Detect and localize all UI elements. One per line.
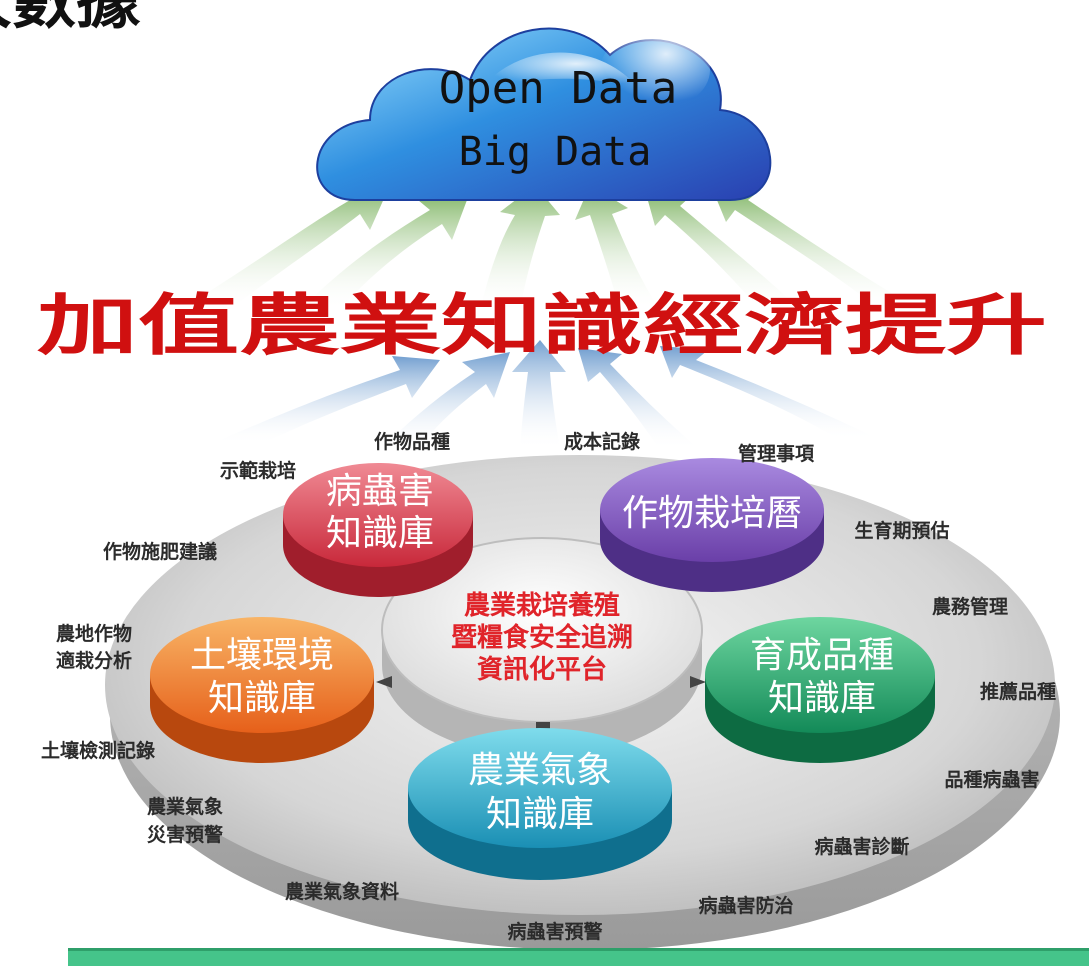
connector-right bbox=[690, 676, 706, 688]
label-demo-cultivation: 示範栽培 bbox=[220, 459, 296, 482]
label-pest-diagnosis: 病蟲害診斷 bbox=[814, 835, 909, 858]
bottom-bar bbox=[68, 948, 1089, 966]
db-pest-line2: 知識庫 bbox=[326, 513, 434, 554]
hub-platform bbox=[381, 537, 703, 757]
label-fertilizer-advice: 作物施肥建議 bbox=[103, 540, 217, 563]
label-management-items: 管理事項 bbox=[738, 442, 815, 465]
green-arrows bbox=[180, 185, 920, 310]
label-farm-management: 農務管理 bbox=[932, 595, 1008, 618]
label-land-crop-2: 適栽分析 bbox=[56, 649, 132, 672]
cloud-line1: Open Data bbox=[439, 63, 677, 114]
hub-line2: 暨糧食安全追溯 bbox=[451, 622, 633, 653]
db-crop-line1: 作物栽培曆 bbox=[622, 493, 802, 534]
label-weather-warning-2: 災害預警 bbox=[147, 823, 223, 846]
headline: 加值農業知識經濟提升 bbox=[37, 286, 1047, 364]
label-weather-warning-1: 農業氣象 bbox=[147, 795, 223, 818]
db-pest bbox=[283, 463, 473, 597]
db-breed bbox=[705, 617, 935, 763]
label-soil-test-record: 土壤檢測記錄 bbox=[41, 739, 155, 762]
label-variety-pest: 品種病蟲害 bbox=[944, 768, 1039, 791]
label-pest-control: 病蟲害防治 bbox=[698, 894, 793, 917]
label-growth-estimate: 生育期預估 bbox=[854, 519, 949, 542]
db-soil-line2: 知識庫 bbox=[208, 678, 316, 719]
label-crop-variety: 作物品種 bbox=[374, 430, 450, 453]
db-breed-line1: 育成品種 bbox=[750, 635, 894, 676]
blue-arrows bbox=[220, 340, 880, 450]
label-cost-record: 成本記錄 bbox=[564, 430, 640, 453]
hub-line1: 農業栽培養殖 bbox=[464, 590, 620, 621]
bottom-bar-top bbox=[68, 948, 1089, 951]
cloud-line2: Big Data bbox=[459, 129, 652, 175]
db-weather-line1: 農業氣象 bbox=[468, 750, 612, 791]
db-breed-line2: 知識庫 bbox=[768, 678, 876, 719]
db-soil-line1: 土壤環境 bbox=[190, 635, 334, 676]
db-weather-line2: 知識庫 bbox=[486, 794, 594, 835]
label-weather-data: 農業氣象資料 bbox=[285, 880, 399, 903]
connector-bottom bbox=[536, 722, 550, 732]
db-soil bbox=[150, 617, 374, 763]
db-pest-line1: 病蟲害 bbox=[326, 471, 434, 512]
connector-left bbox=[376, 676, 392, 688]
cloud bbox=[316, 27, 772, 201]
label-land-crop-1: 農地作物 bbox=[56, 622, 132, 645]
db-weather bbox=[408, 728, 672, 880]
hub-line3: 資訊化平台 bbox=[477, 654, 607, 685]
corner-fragment: 大數據 bbox=[0, 0, 141, 38]
label-pest-warning: 病蟲害預警 bbox=[507, 920, 602, 943]
label-recommended-variety: 推薦品種 bbox=[980, 680, 1056, 703]
db-crop bbox=[600, 458, 824, 592]
